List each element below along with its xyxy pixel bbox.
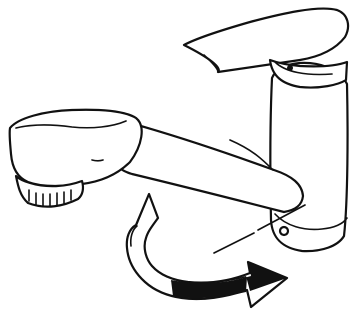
faucet-lever bbox=[184, 9, 348, 88]
faucet-body bbox=[270, 63, 347, 251]
counterclockwise-swivel-arrow bbox=[127, 194, 287, 307]
pull-out-spray-head bbox=[10, 110, 142, 207]
